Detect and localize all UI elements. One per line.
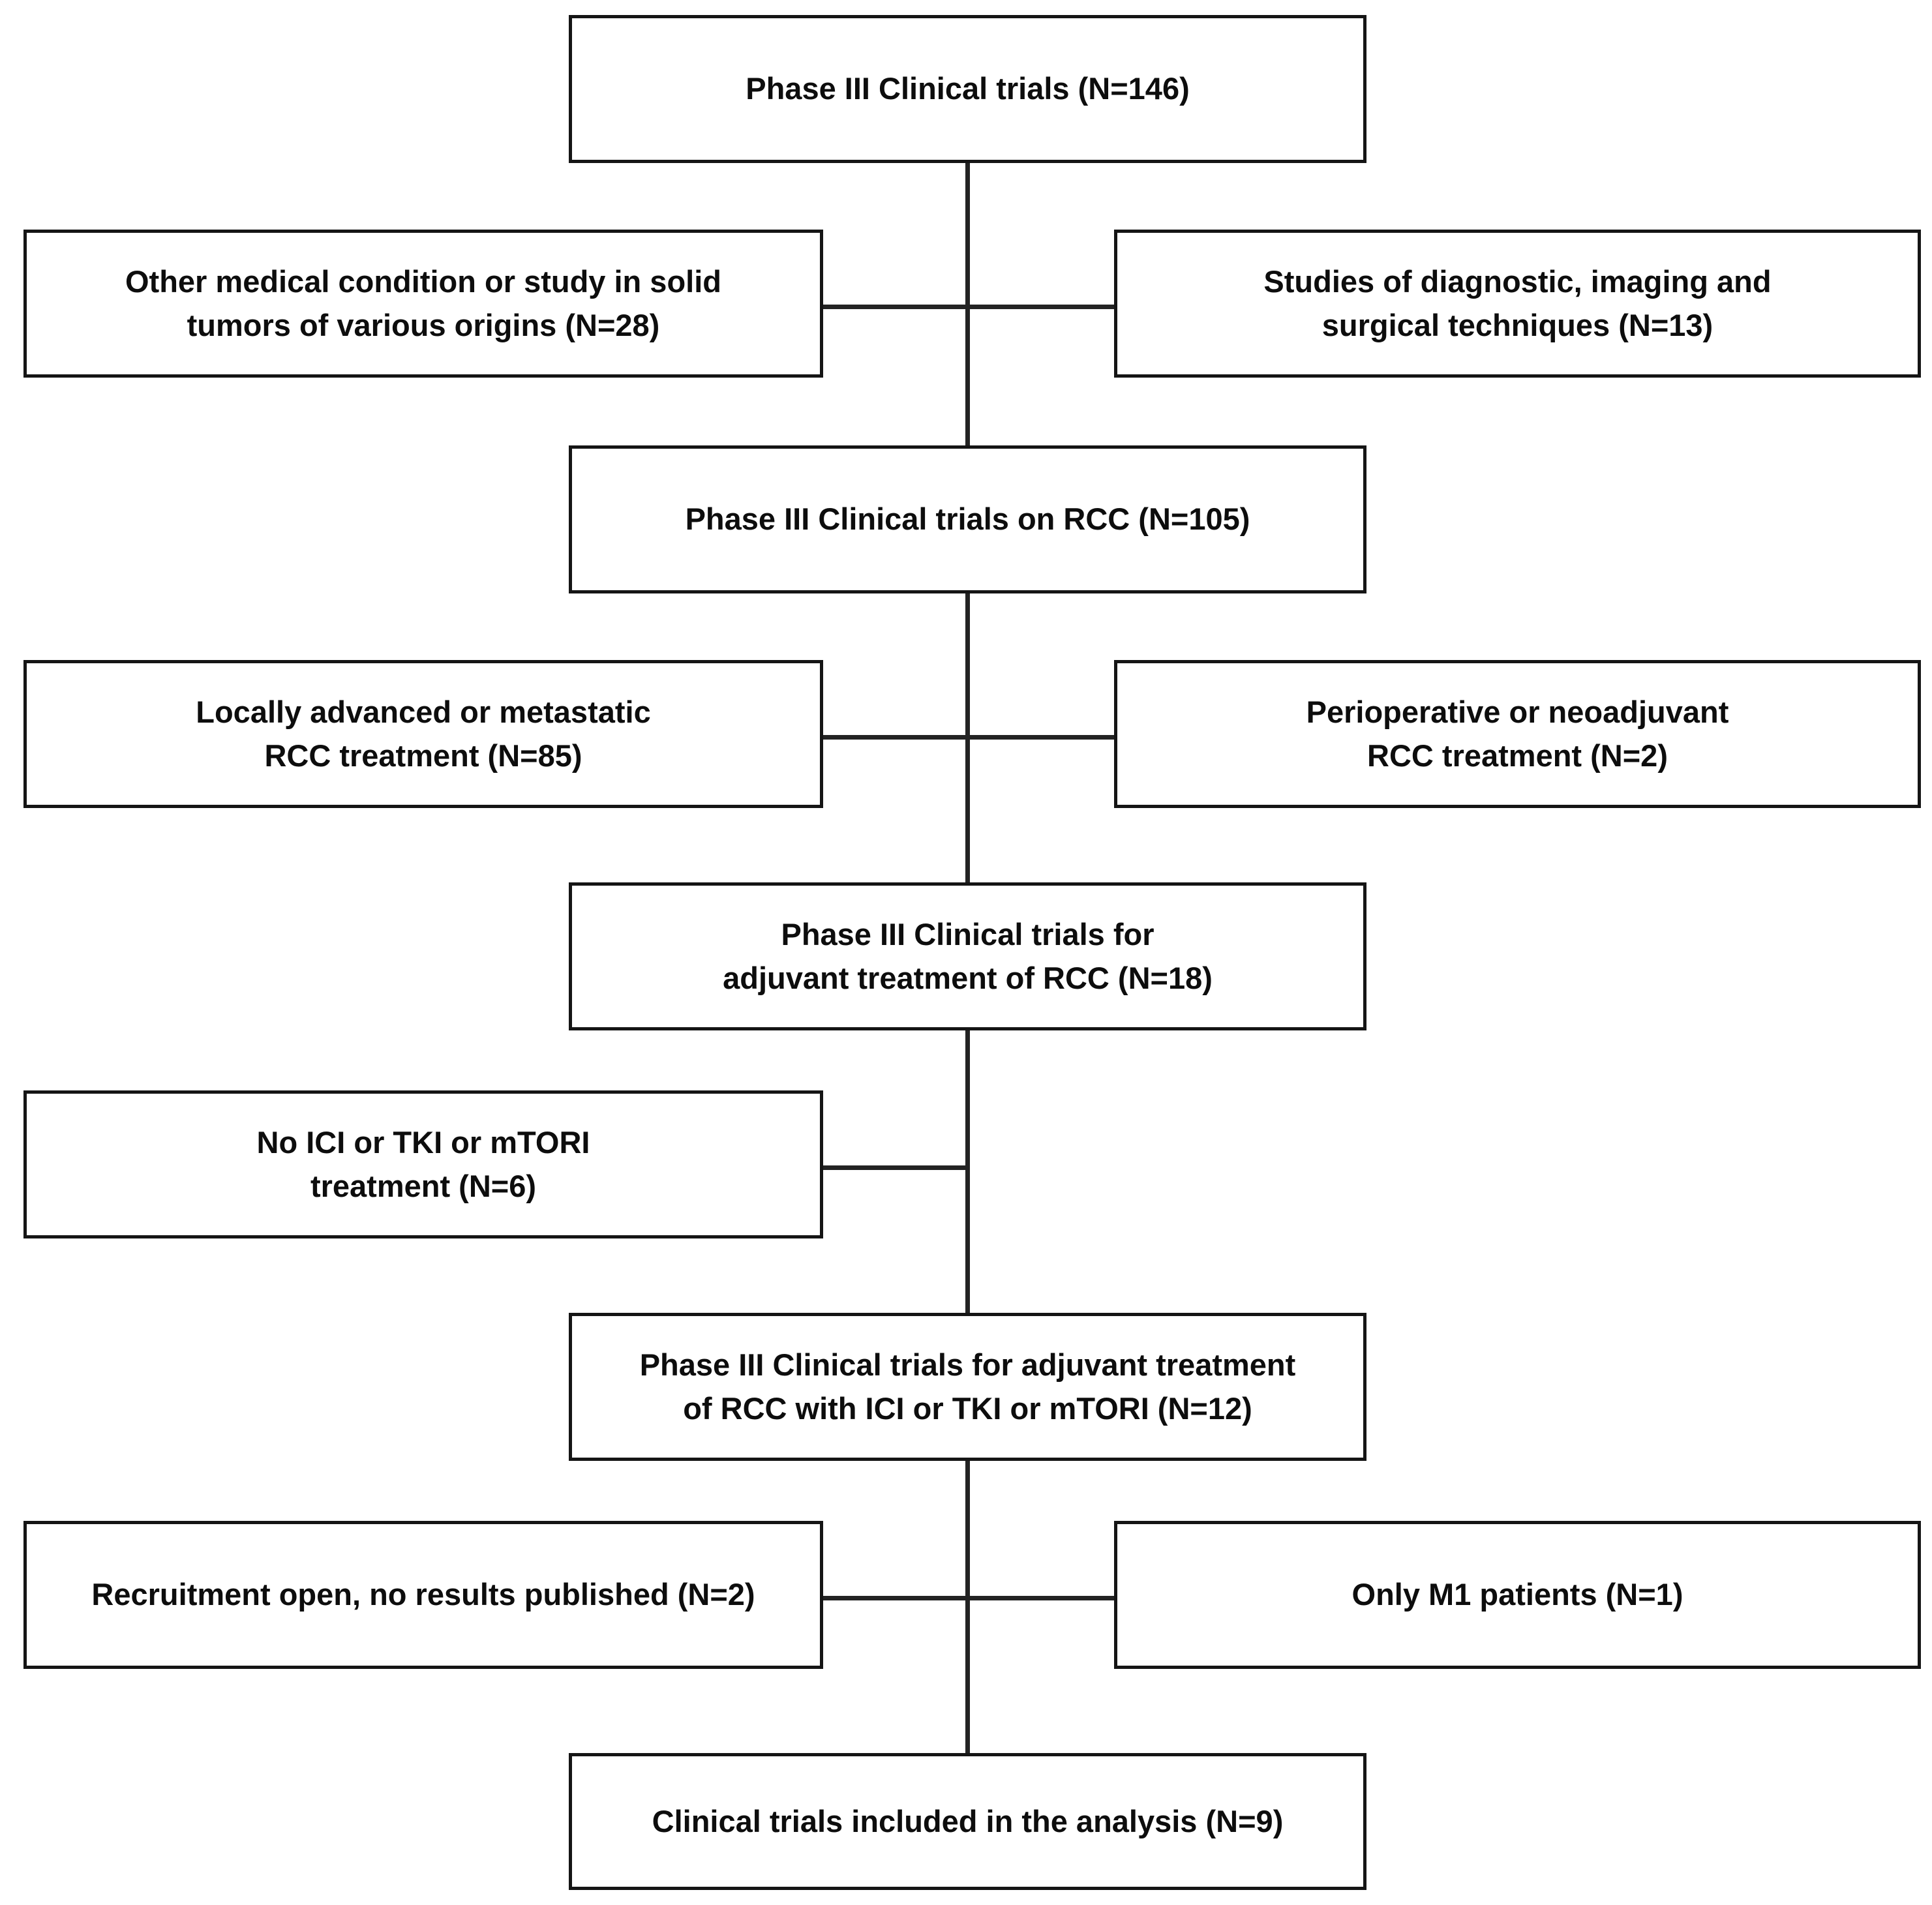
node-label: No ICI or TKI or mTORI treatment (N=6): [256, 1124, 590, 1203]
node-label: Perioperative or neoadjuvant RCC treatme…: [1306, 694, 1729, 773]
connector-horizontal-left-3: [823, 1165, 968, 1170]
node-label: Phase III Clinical trials on RCC (N=105): [685, 502, 1250, 537]
connector-horizontal-left-2: [823, 735, 968, 740]
node-exclusion-recruitment-open[interactable]: Recruitment open, no results published (…: [23, 1521, 823, 1669]
node-phase-iii-clinical-trials-on-rcc[interactable]: Phase III Clinical trials on RCC (N=105): [569, 445, 1366, 593]
node-exclusion-perioperative-neoadjuvant[interactable]: Perioperative or neoadjuvant RCC treatme…: [1114, 660, 1921, 808]
node-exclusion-no-ici-tki-mtori[interactable]: No ICI or TKI or mTORI treatment (N=6): [23, 1090, 823, 1238]
connector-vertical-1: [965, 163, 970, 240]
node-label: Clinical trials included in the analysis…: [652, 1803, 1284, 1838]
node-label: Studies of diagnostic, imaging and surgi…: [1263, 263, 1772, 342]
connector-vertical-5: [965, 1460, 970, 1754]
node-phase-iii-adjuvant-ici-tki-mtori[interactable]: Phase III Clinical trials for adjuvant t…: [569, 1313, 1366, 1461]
connector-horizontal-right-4: [965, 1596, 1115, 1600]
connector-horizontal-right-1: [965, 305, 1115, 309]
node-label: Locally advanced or metastatic RCC treat…: [196, 694, 651, 773]
node-label: Phase III Clinical trials (N=146): [746, 71, 1190, 106]
node-label: Other medical condition or study in soli…: [125, 263, 721, 342]
connector-horizontal-left-4: [823, 1596, 968, 1600]
node-label: Phase III Clinical trials for adjuvant t…: [723, 916, 1213, 995]
node-exclusion-locally-advanced-metastatic[interactable]: Locally advanced or metastatic RCC treat…: [23, 660, 823, 808]
node-phase-iii-adjuvant-treatment-rcc[interactable]: Phase III Clinical trials for adjuvant t…: [569, 882, 1366, 1030]
node-exclusion-other-medical-condition[interactable]: Other medical condition or study in soli…: [23, 230, 823, 378]
node-clinical-trials-included[interactable]: Clinical trials included in the analysis…: [569, 1753, 1366, 1890]
node-label: Only M1 patients (N=1): [1351, 1577, 1683, 1612]
connector-vertical-2: [965, 240, 970, 460]
node-exclusion-only-m1-patients[interactable]: Only M1 patients (N=1): [1114, 1521, 1921, 1669]
connector-horizontal-right-2: [965, 735, 1115, 740]
node-label: Recruitment open, no results published (…: [91, 1577, 755, 1612]
node-label: Phase III Clinical trials for adjuvant t…: [639, 1347, 1296, 1426]
node-phase-iii-clinical-trials[interactable]: Phase III Clinical trials (N=146): [569, 15, 1366, 163]
node-exclusion-diagnostic-imaging-surgical[interactable]: Studies of diagnostic, imaging and surgi…: [1114, 230, 1921, 378]
connector-vertical-4: [965, 1029, 970, 1323]
connector-horizontal-left-1: [823, 305, 968, 309]
